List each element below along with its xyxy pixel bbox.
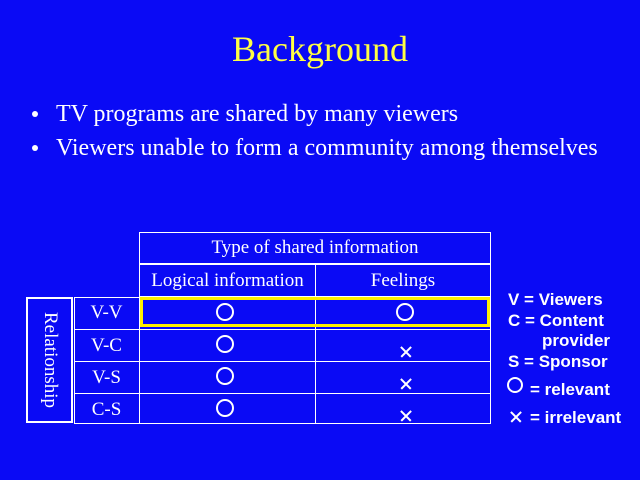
row-label: V-S <box>92 367 121 388</box>
grid-line <box>74 361 491 362</box>
legend-circle-icon <box>507 377 523 393</box>
bullet-item: Viewers unable to form a community among… <box>30 131 598 165</box>
legend-sponsor: S = Sponsor <box>508 352 608 371</box>
relevant-circle-icon <box>216 303 234 321</box>
row-group-label-cell: Relationship <box>26 297 73 423</box>
row-label: V-C <box>91 335 122 356</box>
relevant-circle-icon <box>216 399 234 417</box>
irrelevant-cross-icon <box>400 378 412 390</box>
bullet-list: TV programs are shared by many viewers V… <box>30 97 598 165</box>
grid-line <box>74 329 491 330</box>
column-header-cell <box>315 264 491 297</box>
relevant-circle-icon <box>216 367 234 385</box>
legend-cross-icon <box>510 411 522 423</box>
relevant-circle-icon <box>396 303 414 321</box>
legend-viewers: V = Viewers <box>508 290 603 309</box>
grid-line <box>139 297 140 424</box>
slide-title: Background <box>232 29 408 69</box>
irrelevant-cross-icon <box>400 410 412 422</box>
row-group-label: Relationship <box>39 311 61 409</box>
group-header: Type of shared information <box>211 237 419 258</box>
legend-content: C = Content <box>508 311 604 330</box>
row-label: C-S <box>91 399 122 420</box>
group-header-cell <box>139 232 491 264</box>
grid-line <box>315 297 316 424</box>
legend-irrelevant: = irrelevant <box>530 408 622 427</box>
row-label: V-V <box>90 302 123 323</box>
legend-relevant: = relevant <box>530 380 610 399</box>
irrelevant-cross-icon <box>400 346 412 358</box>
row-highlight <box>140 297 490 327</box>
column-header-logical: Logical information <box>151 270 304 291</box>
legend-content-provider: provider <box>542 331 611 350</box>
bullet-item: TV programs are shared by many viewers <box>30 97 598 131</box>
relevant-circle-icon <box>216 335 234 353</box>
grid-line <box>74 393 491 394</box>
column-header-feelings: Feelings <box>370 270 436 291</box>
